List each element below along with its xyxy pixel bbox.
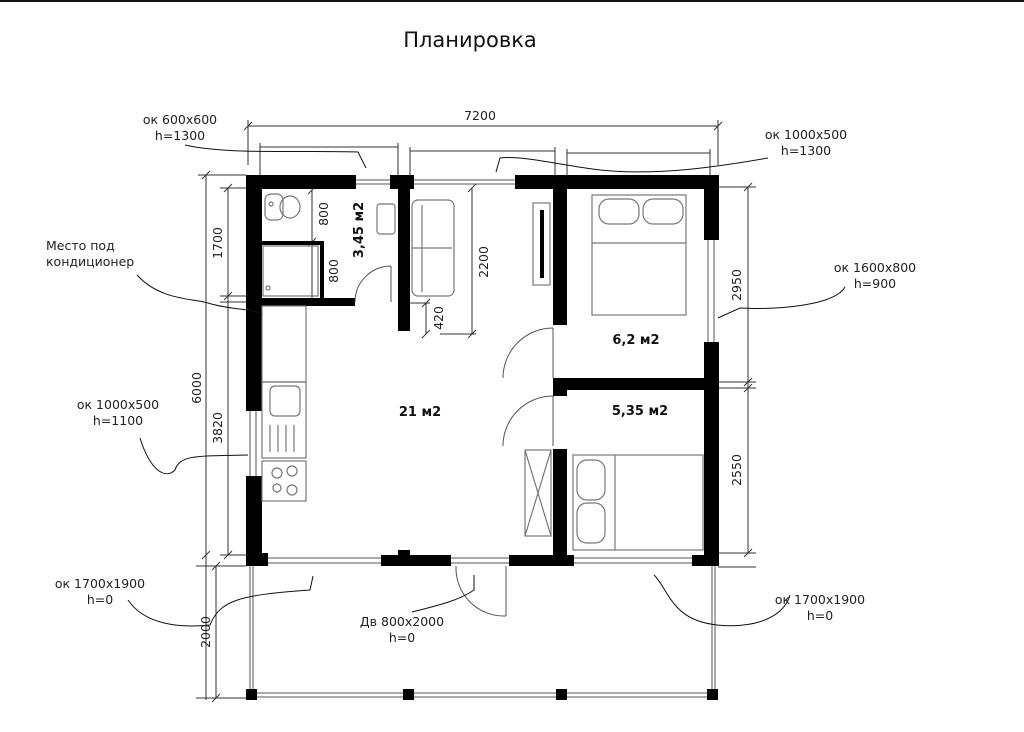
page-top-border	[0, 0, 1024, 2]
window-terrace-left-label: ок 1700х1900	[55, 576, 145, 591]
room-area-bedroom2: 5,35 м2	[612, 404, 668, 419]
dim-wc-zone: 800	[316, 202, 331, 226]
terrace	[246, 566, 718, 700]
dim-kitchen-wall: 3820	[210, 412, 225, 444]
dim-bedroom2-depth: 2550	[729, 454, 744, 486]
annotation-leaders	[127, 144, 846, 627]
window-terrace-left-height: h=0	[87, 592, 113, 607]
window-bath-height: h=1300	[155, 128, 205, 143]
dim-shower-zone: 800	[326, 259, 341, 283]
window-bath-label: ок 600х600	[143, 112, 217, 127]
dim-living-niche: 2200	[476, 246, 491, 278]
room-area-bedroom1: 6,2 м2	[612, 333, 659, 348]
page-title: Планировка	[403, 28, 537, 52]
window-living-label: ок 1000х500	[765, 127, 847, 142]
room-area-bathroom: 3,45 м2	[352, 202, 367, 258]
room-area-living: 21 м2	[399, 405, 441, 420]
dim-total-width: 7200	[464, 108, 496, 123]
dim-sofa-offset: 420	[431, 306, 446, 330]
dim-bathroom-depth: 1700	[210, 227, 225, 259]
doors	[354, 265, 554, 617]
ac-place-label-2: кондиционер	[46, 254, 134, 269]
window-bedroom1-label: ок 1600х800	[834, 260, 916, 275]
dimension-lines	[196, 120, 756, 703]
window-kitchen-height: h=1100	[93, 413, 143, 428]
dim-bedroom1-depth: 2950	[729, 269, 744, 301]
window-kitchen-label: ок 1000х500	[77, 397, 159, 412]
window-terrace-right-label: ок 1700х1900	[775, 592, 865, 607]
door-entry-height: h=0	[389, 630, 415, 645]
window-terrace-right-height: h=0	[807, 608, 833, 623]
window-living-height: h=1300	[781, 143, 831, 158]
door-entry-label: Дв 800х2000	[360, 614, 444, 629]
ac-place-label-1: Место под	[46, 238, 115, 253]
dim-terrace-depth: 2000	[198, 616, 213, 648]
furniture	[261, 193, 704, 551]
walls	[246, 175, 719, 566]
dim-total-depth: 6000	[189, 372, 204, 404]
window-bedroom1-height: h=900	[854, 276, 896, 291]
